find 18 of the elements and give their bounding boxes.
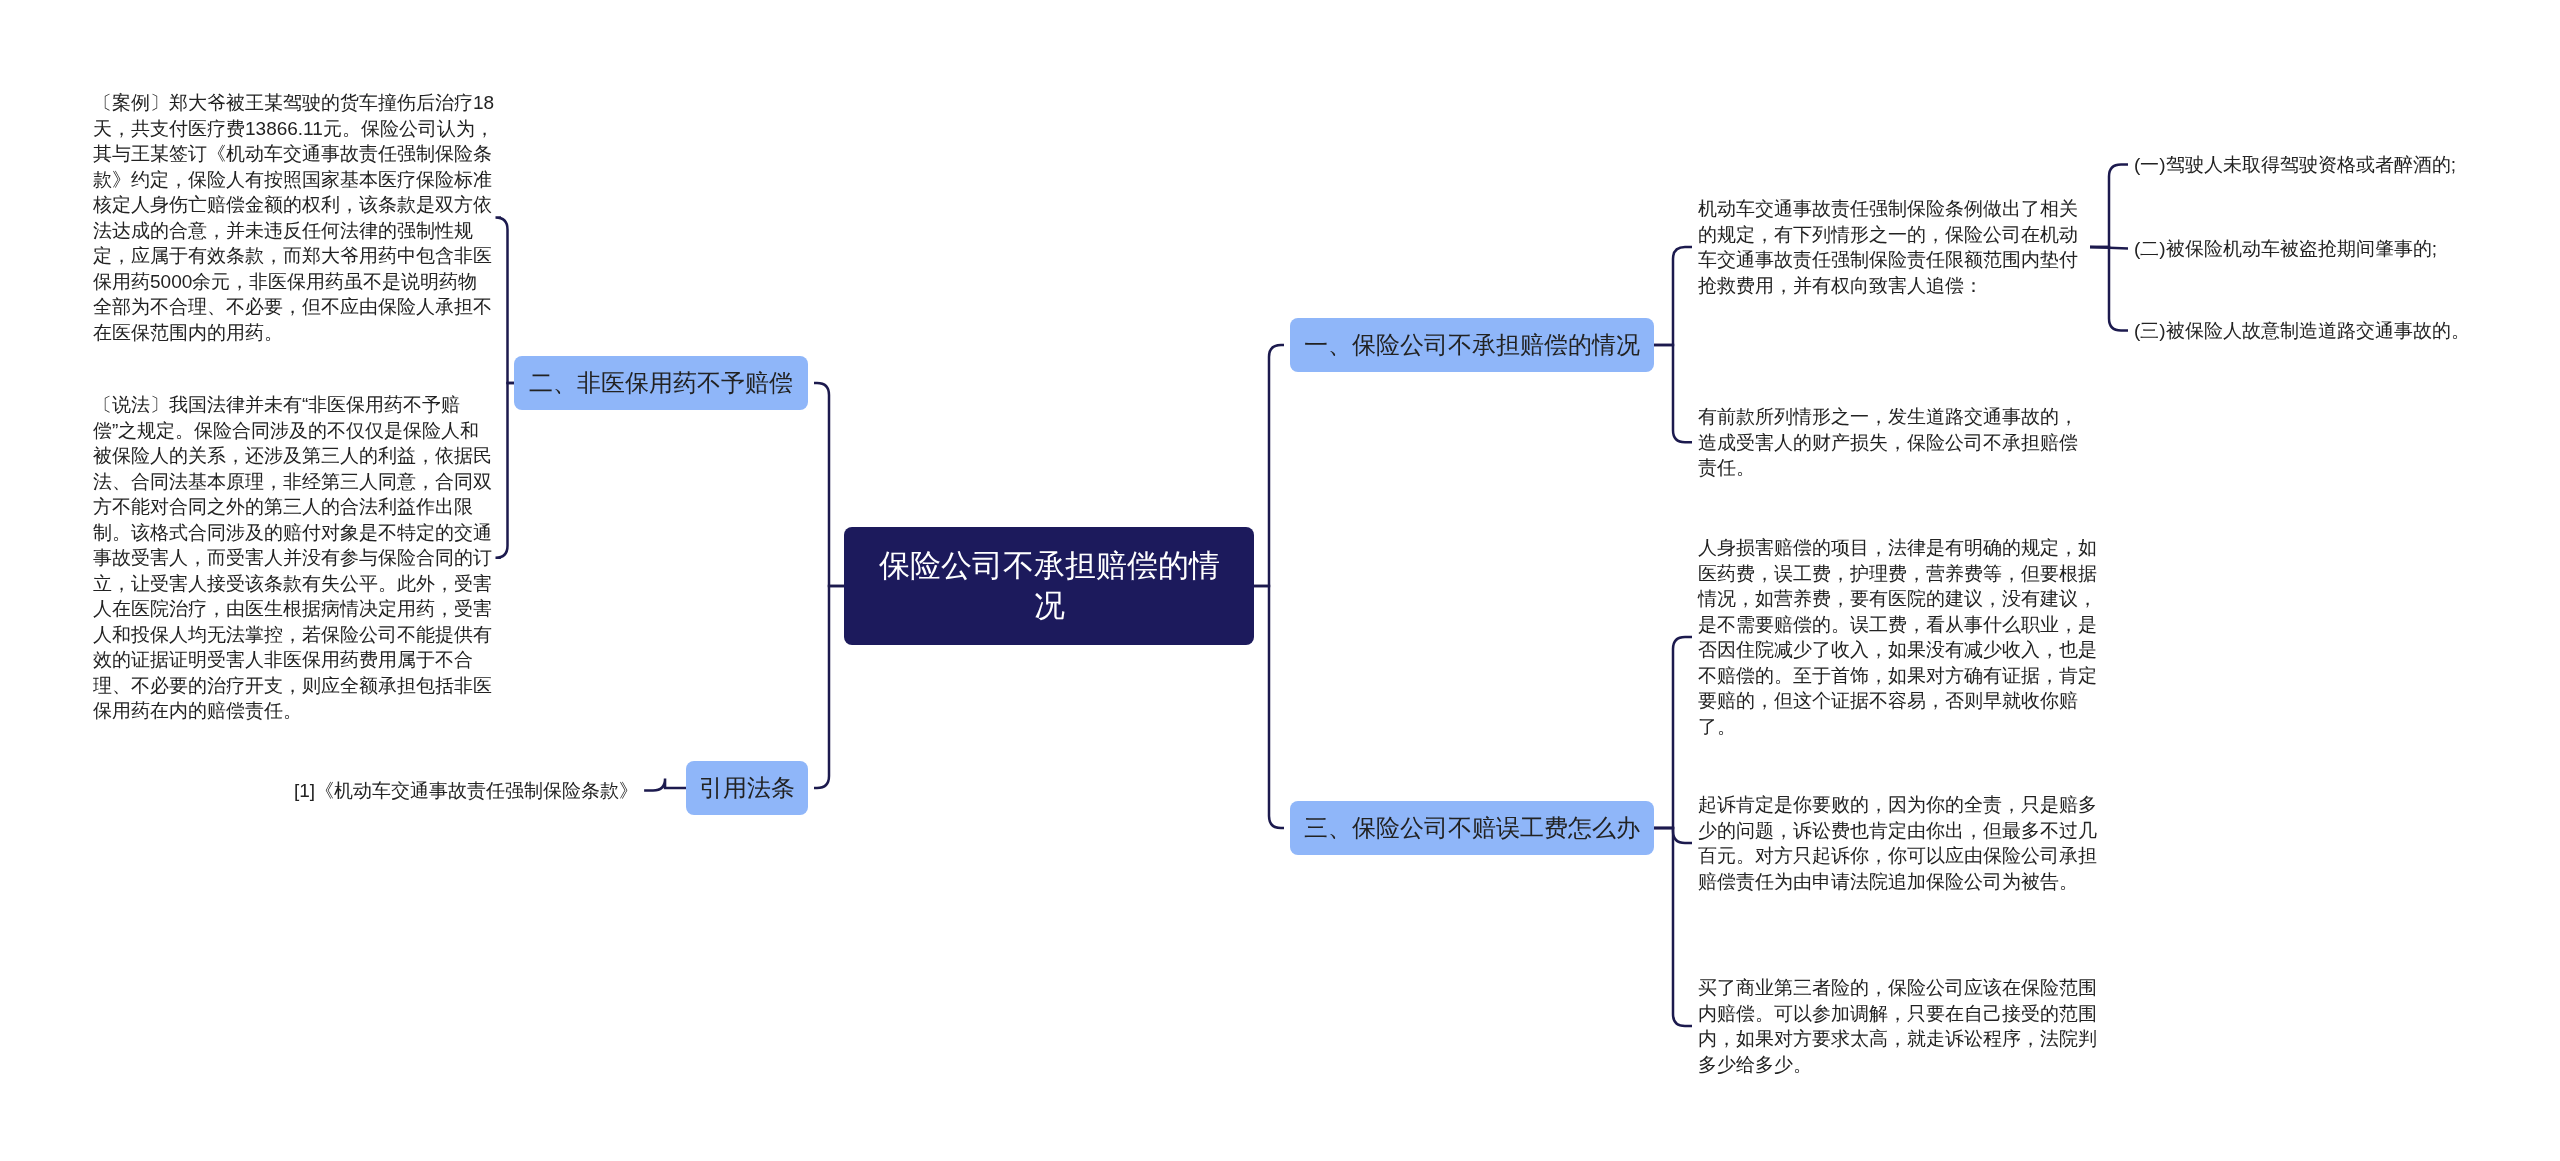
topic-box: 一、保险公司不承担赔偿的情况 [1290, 318, 1654, 372]
note-text: 起诉肯定是你要败的，因为你的全责，只是赔多少的问题，诉讼费也肯定由你出，但最多不过几百元。对方只起诉你，你可以应由保险公司承担赔偿责任为由申请法院追加保险公司为被告。 [1698, 792, 2098, 894]
topic-box: 二、非医保用药不予赔偿 [514, 356, 808, 410]
note-text: (二)被保险机动车被盗抢期间肇事的; [2134, 236, 2437, 261]
note-text: 有前款所列情形之一，发生道路交通事故的，造成受害人的财产损失，保险公司不承担赔偿责任。 [1698, 404, 2090, 481]
note-text: 〔案例〕郑大爷被王某驾驶的货车撞伤后治疗18天，共支付医疗费13866.11元。保险公司认为，其与王某签订《机动车交通事故责任强制保险条款》约定，保险人有按照国家基本医疗保险标准核定人身伤亡赔偿金额的权利，该条款是双方依法达成的合意，并未违反任何法律的强制性规定，应属于有效条款，而郑大爷用药中包含非医保用药5000余元，非医保用药虽不是说明药物全部为不合理、不必要，但不应由保险人承担不在医保范围内的用药。 [93, 90, 495, 345]
topic-box: 三、保险公司不赔误工费怎么办 [1290, 801, 1654, 855]
note-text: (一)驾驶人未取得驾驶资格或者醉酒的; [2134, 152, 2456, 177]
note-text: 买了商业第三者险的，保险公司应该在保险范围内赔偿。可以参加调解，只要在自己接受的范围内，如果对方要求太高，就走诉讼程序，法院判多少给多少。 [1698, 975, 2098, 1077]
topic-box: 引用法条 [686, 761, 808, 815]
note-text: 机动车交通事故责任强制保险条例做出了相关的规定，有下列情形之一的，保险公司在机动车交通事故责任强制保险责任限额范围内垫付抢救费用，并有权向致害人追偿： [1698, 196, 2090, 298]
note-text: 〔说法〕我国法律并未有“非医保用药不予赔偿”之规定。保险合同涉及的不仅仅是保险人和被保险人的关系，还涉及第三人的利益，依据民法、合同法基本原理，非经第三人同意，合同双方不能对合同之外的第三人的合法利益作出限制。该格式合同涉及的赔付对象是不特定的交通事故受害人，而受害人并没有参与保险合同的订立，让受害人接受该条款有失公平。此外，受害人在医院治疗，由医生根据病情决定用药，受害人和投保人均无法掌控，若保险公司不能提供有效的证据证明受害人非医保用药费用属于不合理、不必要的治疗开支，则应全额承担包括非医保用药在内的赔偿责任。 [93, 392, 495, 724]
central-topic-box: 保险公司不承担赔偿的情况 [844, 527, 1254, 645]
connector-line [494, 381, 514, 559]
note-text: [1]《机动车交通事故责任强制保险条款》 [294, 778, 639, 803]
note-text: 人身损害赔偿的项目，法律是有明确的规定，如医药费，误工费，护理费，营养费等，但要根据情况，如营养费，要有医院的建议，没有建议，是不需要赔偿的。误工费，看从事什么职业，是否因住院减少了收入，如果没有减少收入，也是不赔偿的。至于首饰，如果对方确有证据，肯定要赔的，但这个证据不容易，否则早就收你赔了。 [1698, 535, 2098, 739]
note-text: (三)被保险人故意制造道路交通事故的。 [2134, 318, 2470, 343]
connector-line [644, 777, 686, 792]
